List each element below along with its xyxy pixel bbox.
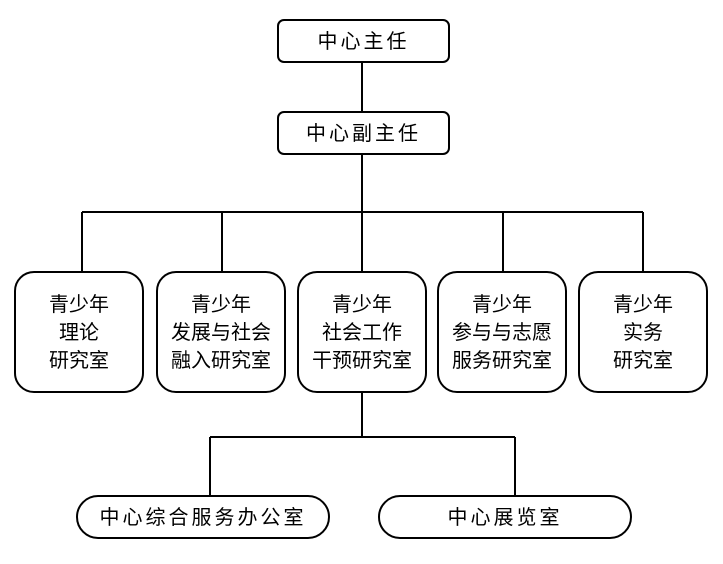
lab-label-development: 青少年 发展与社会 融入研究室 bbox=[171, 290, 271, 374]
lab-label-line: 青少年 bbox=[613, 292, 673, 316]
lab-label-line: 干预研究室 bbox=[312, 348, 412, 372]
lab-label-line: 发展与社会 bbox=[171, 320, 271, 344]
lab-label-participation: 青少年 参与与志愿 服务研究室 bbox=[452, 290, 552, 374]
office-box-general-services: 中心综合服务办公室 bbox=[76, 495, 330, 539]
lab-label-line: 研究室 bbox=[49, 348, 109, 372]
lab-label-line: 融入研究室 bbox=[171, 348, 271, 372]
office-label-general-services: 中心综合服务办公室 bbox=[99, 505, 307, 529]
lab-label-line: 青少年 bbox=[332, 292, 392, 316]
lab-label-social-work: 青少年 社会工作 干预研究室 bbox=[312, 290, 412, 374]
lab-label-line: 青少年 bbox=[191, 292, 251, 316]
director-label: 中心主任 bbox=[317, 29, 410, 53]
lab-label-line: 实务 bbox=[623, 320, 663, 344]
lab-box-social-work: 青少年 社会工作 干预研究室 bbox=[297, 271, 427, 393]
lab-box-participation: 青少年 参与与志愿 服务研究室 bbox=[437, 271, 567, 393]
director-box: 中心主任 bbox=[277, 19, 450, 63]
lab-label-line: 服务研究室 bbox=[452, 348, 552, 372]
office-label-exhibition: 中心展览室 bbox=[447, 505, 563, 529]
lab-label-line: 研究室 bbox=[613, 348, 673, 372]
deputy-director-label: 中心副主任 bbox=[306, 121, 421, 145]
office-box-exhibition: 中心展览室 bbox=[378, 495, 632, 539]
lab-box-practice: 青少年 实务 研究室 bbox=[578, 271, 708, 393]
lab-box-development: 青少年 发展与社会 融入研究室 bbox=[156, 271, 286, 393]
lab-label-line: 理论 bbox=[59, 320, 99, 344]
lab-label-practice: 青少年 实务 研究室 bbox=[613, 290, 673, 374]
lab-label-line: 参与与志愿 bbox=[452, 320, 552, 344]
lab-box-theory: 青少年 理论 研究室 bbox=[14, 271, 144, 393]
deputy-director-box: 中心副主任 bbox=[277, 111, 450, 155]
lab-label-line: 青少年 bbox=[472, 292, 532, 316]
lab-label-theory: 青少年 理论 研究室 bbox=[49, 290, 109, 374]
lab-label-line: 青少年 bbox=[49, 292, 109, 316]
lab-label-line: 社会工作 bbox=[322, 320, 402, 344]
